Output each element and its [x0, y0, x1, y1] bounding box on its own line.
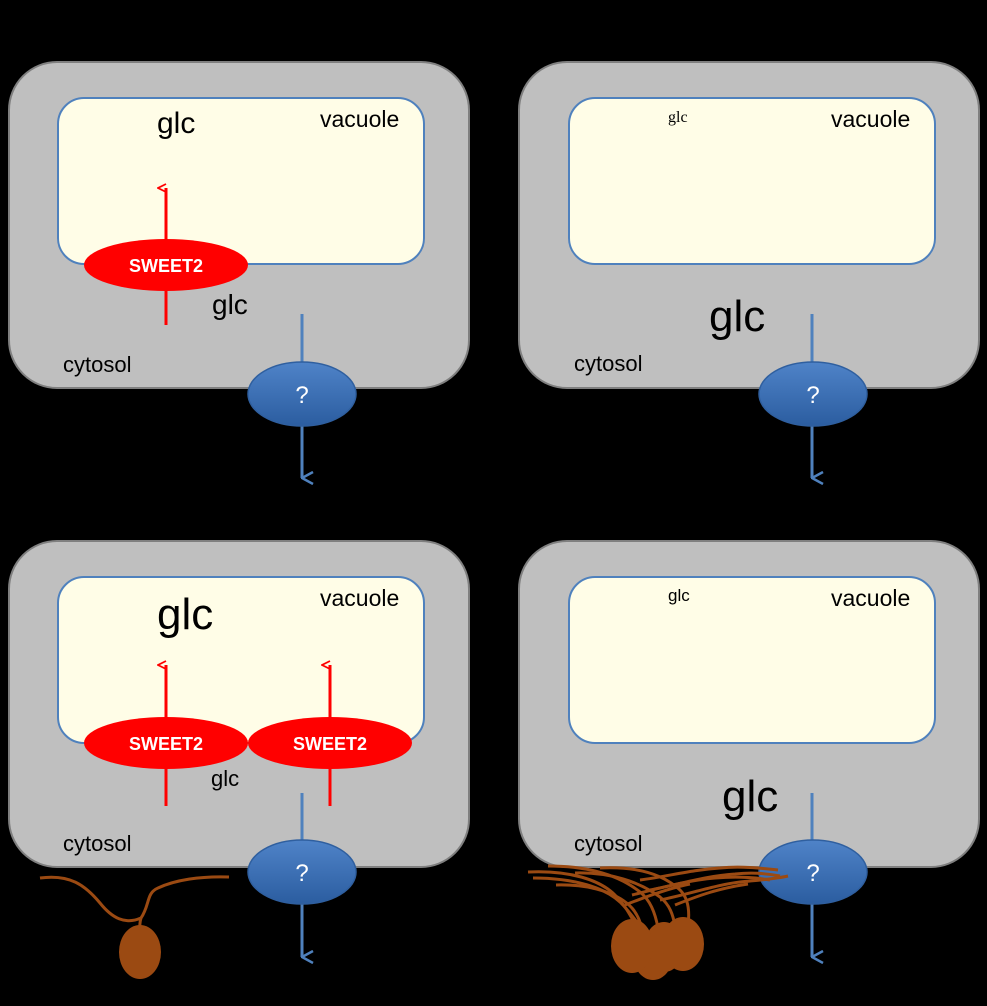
cytosol-label: cytosol: [574, 831, 642, 856]
cytosol-glc-label: glc: [212, 289, 248, 320]
vacuole-label: vacuole: [831, 106, 910, 132]
vacuole: [568, 576, 936, 744]
fungal-spores: [611, 917, 704, 980]
unknown-transporter-label: ?: [295, 860, 308, 887]
vacuole-glc-label: glc: [157, 590, 213, 639]
cytosol-glc-label: glc: [722, 772, 778, 821]
unknown-transporter: [758, 361, 868, 427]
sweet2-label: SWEET2: [129, 734, 203, 754]
sweet2-transporter: [84, 717, 248, 769]
sweet2-label: SWEET2: [129, 256, 203, 276]
vacuole-glc-label: glc: [668, 109, 688, 126]
unknown-transporter-label: ?: [806, 382, 819, 409]
cytosol-glc-label: glc: [211, 766, 239, 791]
fungal-spore-cluster: [527, 864, 789, 929]
unknown-transporter: [247, 839, 357, 905]
vacuole-glc-label: glc: [668, 586, 690, 605]
unknown-transporter: [247, 361, 357, 427]
sweet2-transporter: [84, 239, 248, 291]
unknown-transporter-label: ?: [295, 382, 308, 409]
fungal-spore: [39, 875, 230, 979]
vacuole-label: vacuole: [831, 585, 910, 611]
sweet2-label: SWEET2: [293, 734, 367, 754]
cytosol-label: cytosol: [63, 831, 131, 856]
vacuole-label: vacuole: [320, 585, 399, 611]
panel-4: vacuole glc glc cytosol ?: [518, 540, 980, 980]
unknown-transporter-label: ?: [806, 860, 819, 887]
vacuole-glc-label: glc: [157, 107, 195, 140]
panel-3: vacuole glc SWEET2 SWEET2 glc cytosol ?: [8, 540, 470, 979]
vacuole: [568, 97, 936, 265]
cytosol-label: cytosol: [574, 351, 642, 376]
cytosol-label: cytosol: [63, 352, 131, 377]
vacuole-label: vacuole: [320, 106, 399, 132]
sweet2-transporter: [248, 717, 412, 769]
panel-2: vacuole glc glc cytosol ?: [518, 61, 980, 478]
panel-1: vacuole glc SWEET2 glc cytosol ?: [8, 61, 470, 478]
cytosol-glc-label: glc: [709, 292, 765, 341]
